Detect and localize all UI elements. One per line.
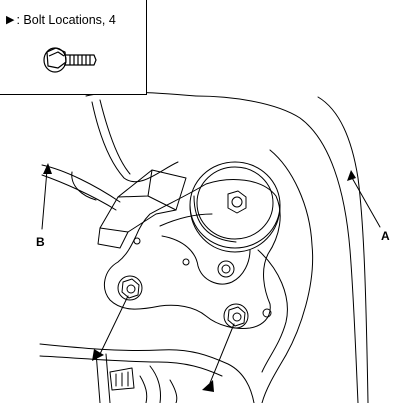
legend-entry: ▶ : Bolt Locations, 4	[6, 13, 116, 27]
center-nut	[227, 190, 247, 214]
right-triangle-pointer-icon: ▶	[6, 13, 15, 26]
leader-line-a	[350, 175, 381, 228]
mount-bracket-plate	[103, 179, 281, 329]
arrowhead-b	[43, 163, 52, 174]
leader-line-b	[41, 169, 48, 230]
legend-label: : Bolt Locations, 4	[16, 13, 116, 27]
callout-label-b: B	[36, 235, 45, 249]
arrowhead-a	[347, 170, 356, 181]
callout-label-a: A	[381, 229, 390, 243]
body-panel-inner	[195, 95, 359, 403]
bracket-clip	[99, 169, 187, 233]
lower-frame	[39, 343, 255, 403]
leader-line-bolt-left	[99, 295, 129, 355]
legend-box: ▶ : Bolt Locations, 4	[0, 0, 147, 95]
leader-line-bolt-lower	[209, 323, 235, 384]
mount-insulator-outer	[189, 161, 281, 249]
wheelwell-contour	[91, 101, 179, 183]
bolt-left	[117, 275, 143, 301]
hose	[41, 164, 121, 203]
bolt-location-marker-left	[92, 349, 104, 361]
body-panel-outline	[317, 96, 369, 403]
bolt-location-marker-lower	[202, 380, 214, 392]
flanged-hex-bolt-icon	[43, 47, 97, 73]
bolt-lower	[223, 303, 249, 329]
